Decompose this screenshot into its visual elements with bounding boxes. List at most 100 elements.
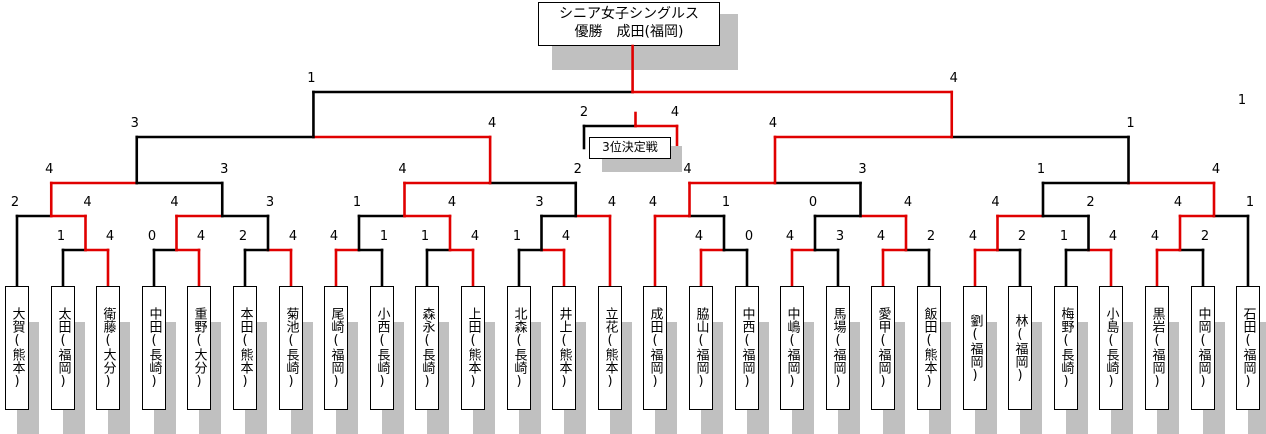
winner-label: 優勝 成田(福岡): [574, 24, 684, 40]
player-name: 井上(熊本): [556, 307, 572, 389]
match-score: 4: [785, 229, 795, 244]
match-score: 2: [1086, 195, 1095, 210]
match-score: 4: [949, 71, 958, 86]
player-box: 重野(大分): [187, 286, 211, 410]
player-box: 中田(長崎): [142, 286, 166, 410]
player-name: 大賀(熊本): [9, 307, 25, 389]
player-name: 中嶋(福岡): [784, 307, 800, 389]
player-name: 飯田(熊本): [921, 307, 937, 389]
player-box: 太田(福岡): [51, 286, 75, 410]
player-name: 中田(長崎): [146, 307, 162, 389]
match-score: 2: [573, 162, 582, 177]
match-score: 4: [170, 195, 179, 210]
player-box: 脇山(福岡): [689, 286, 713, 410]
match-score: 3: [535, 195, 544, 210]
match-score: 4: [968, 229, 978, 244]
player-box: 立花(熊本): [598, 286, 622, 410]
match-score: 2: [238, 229, 248, 244]
match-score: 1: [721, 195, 731, 210]
player-box: 劉(福岡): [963, 286, 987, 410]
match-score: 1: [420, 229, 430, 244]
player-name: 中岡(福岡): [1195, 307, 1211, 389]
match-score: 1: [307, 71, 316, 86]
player-name: 脇山(福岡): [693, 307, 709, 389]
match-score: 2: [1200, 229, 1210, 244]
third-place-label-box: 3位決定戦: [589, 137, 671, 159]
match-score: 4: [903, 195, 913, 210]
match-score: 4: [83, 195, 92, 210]
bracket-lines: [15, 44, 1250, 288]
player-box: 大賀(熊本): [5, 286, 29, 410]
player-name: 菊池(長崎): [283, 307, 299, 389]
player-name: 愛甲(福岡): [875, 307, 891, 389]
match-score: 1: [352, 195, 362, 210]
player-name: 小西(長崎): [374, 307, 390, 389]
match-score: 4: [447, 195, 457, 210]
match-score: 2: [1017, 229, 1027, 244]
player-name: 馬場(福岡): [830, 307, 846, 389]
player-box: 本田(熊本): [233, 286, 257, 410]
player-name: 林(福岡): [1012, 313, 1028, 383]
match-score: 4: [1211, 162, 1221, 177]
match-score: 4: [470, 229, 480, 244]
match-score: 1: [1059, 229, 1069, 244]
match-score: 3: [265, 195, 275, 210]
match-score: 0: [147, 229, 157, 244]
stray-score-label: 1: [1237, 93, 1247, 108]
match-score: 4: [1108, 229, 1118, 244]
player-box: 黒岩(福岡): [1145, 286, 1169, 410]
player-name: 重野(大分): [191, 307, 207, 389]
player-name: 梅野(長崎): [1058, 307, 1074, 389]
match-score: 4: [768, 116, 778, 131]
player-box: 愛甲(福岡): [871, 286, 895, 410]
player-box: 石田(福岡): [1236, 286, 1260, 410]
match-score: 4: [607, 195, 617, 210]
player-name: 劉(福岡): [967, 313, 983, 383]
player-box: 成田(福岡): [643, 286, 667, 410]
player-box: 中岡(福岡): [1191, 286, 1215, 410]
third-place-label: 3位決定戦: [602, 140, 658, 154]
player-box: 森永(長崎): [415, 286, 439, 410]
player-box: 飯田(熊本): [917, 286, 941, 410]
match-score: 4: [991, 195, 1000, 210]
match-score: 4: [487, 116, 497, 131]
player-box: 林(福岡): [1008, 286, 1032, 410]
player-box: 馬場(福岡): [826, 286, 850, 410]
match-score: 4: [329, 229, 339, 244]
player-name: 黒岩(福岡): [1149, 307, 1165, 389]
event-title: シニア女子シングルス: [559, 6, 699, 22]
match-score: 0: [808, 195, 818, 210]
player-name: 北森(長崎): [511, 307, 527, 389]
player-name: 尾崎(福岡): [328, 307, 344, 389]
player-name: 太田(福岡): [55, 307, 71, 389]
player-box: 中西(福岡): [735, 286, 759, 410]
player-box: 中嶋(福岡): [780, 286, 804, 410]
match-score: 1: [379, 229, 389, 244]
tournament-title-box: シニア女子シングルス 優勝 成田(福岡): [538, 2, 720, 46]
player-box: 菊池(長崎): [279, 286, 303, 410]
third-place-score-left: 2: [579, 105, 589, 120]
player-name: 立花(熊本): [602, 307, 618, 389]
match-score: 1: [56, 229, 66, 244]
match-score: 4: [876, 229, 886, 244]
player-box: 小西(長崎): [370, 286, 394, 410]
match-score: 0: [744, 229, 754, 244]
player-name: 石田(福岡): [1240, 307, 1256, 389]
match-score: 4: [683, 162, 692, 177]
match-score: 1: [512, 229, 522, 244]
match-score: 1: [1245, 195, 1255, 210]
player-name: 森永(長崎): [419, 307, 435, 389]
match-score: 4: [288, 229, 298, 244]
player-box: 尾崎(福岡): [324, 286, 348, 410]
match-score: 4: [1150, 229, 1160, 244]
match-score: 1: [1036, 162, 1046, 177]
player-name: 上田(熊本): [465, 307, 481, 389]
match-score: 4: [1173, 195, 1183, 210]
match-score: 3: [130, 116, 139, 131]
player-box: 梅野(長崎): [1054, 286, 1078, 410]
match-score: 2: [10, 195, 20, 210]
match-score: 4: [694, 229, 704, 244]
player-box: 上田(熊本): [461, 286, 485, 410]
match-score: 2: [926, 229, 936, 244]
player-name: 衛藤(大分): [100, 307, 116, 389]
